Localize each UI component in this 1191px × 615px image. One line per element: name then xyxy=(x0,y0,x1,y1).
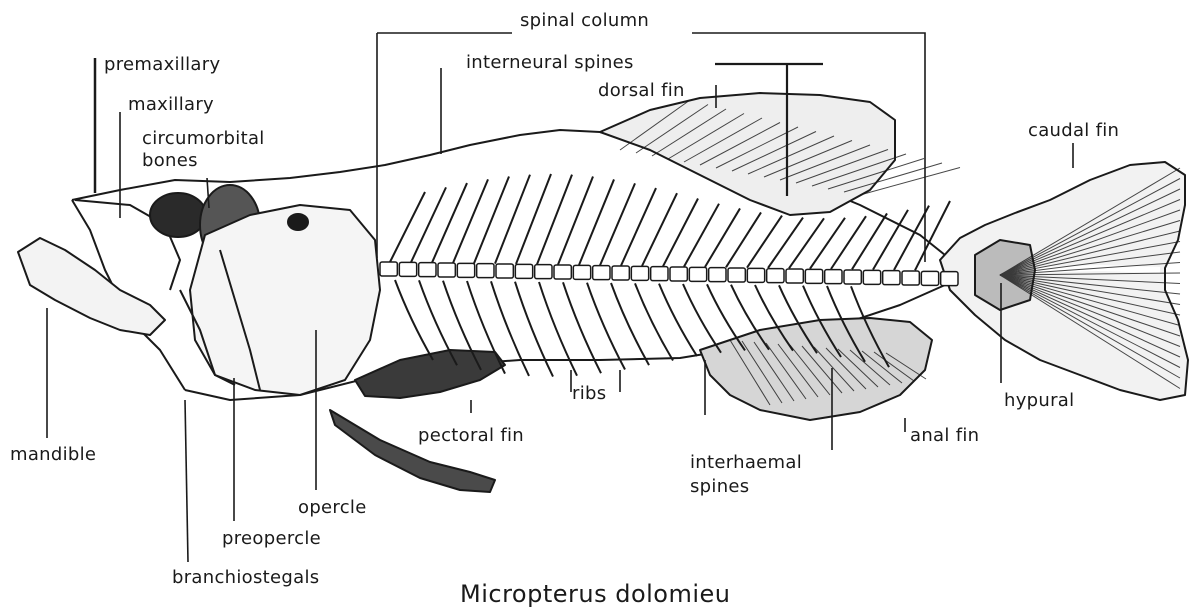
vertebra xyxy=(747,268,764,282)
rib xyxy=(395,280,433,360)
vertebra xyxy=(399,262,416,276)
label-opercle: opercle xyxy=(298,497,367,518)
vertebra xyxy=(515,264,532,278)
neural-spine xyxy=(411,187,446,262)
label-interhaemal-line1: interhaemal xyxy=(690,452,802,473)
neural-spine xyxy=(768,218,803,268)
neural-spine xyxy=(873,210,908,270)
vertebra xyxy=(883,271,900,285)
vertebra xyxy=(651,267,668,281)
opercle-plate xyxy=(190,205,380,395)
vertebra xyxy=(593,266,610,280)
vertebra xyxy=(457,263,474,277)
neural-spine xyxy=(810,218,845,269)
label-ribs: ribs xyxy=(572,383,606,404)
label-premaxillary: premaxillary xyxy=(104,54,220,75)
neural-spine xyxy=(642,193,677,266)
eye-socket xyxy=(150,193,206,237)
vertebra xyxy=(438,263,455,277)
vertebra xyxy=(689,267,706,281)
leader-branchiostegals xyxy=(185,400,188,562)
vertebra xyxy=(844,270,861,284)
rib xyxy=(515,282,553,377)
neural-spine xyxy=(663,198,698,266)
label-interhaemal-line2: spines xyxy=(690,476,749,497)
label-hypural: hypural xyxy=(1004,390,1074,411)
vertebra xyxy=(419,263,436,277)
vertebra xyxy=(496,264,513,278)
vertebra xyxy=(767,269,784,283)
label-preopercle: preopercle xyxy=(222,528,321,549)
neural-spine xyxy=(516,174,551,264)
neural-spine xyxy=(705,208,740,267)
rib xyxy=(539,282,577,376)
neural-spine xyxy=(831,216,866,269)
label-maxillary: maxillary xyxy=(128,94,214,115)
label-circumorbital-line1: circumorbital xyxy=(142,128,265,149)
vertebra xyxy=(825,270,842,284)
pectoral-fin-shape xyxy=(355,350,505,398)
vertebra xyxy=(612,266,629,280)
vertebra xyxy=(728,268,745,282)
vertebra xyxy=(921,271,938,285)
vertebra xyxy=(477,264,494,278)
label-anal-fin: anal fin xyxy=(910,425,979,446)
neural-spine xyxy=(558,176,593,264)
vertebra xyxy=(709,268,726,282)
vertebra xyxy=(573,265,590,279)
neural-spine xyxy=(747,216,782,268)
vertebra xyxy=(631,266,648,280)
label-branchiostegals: branchiostegals xyxy=(172,567,319,588)
vertebra xyxy=(902,271,919,285)
neural-spine xyxy=(789,218,824,268)
gill-spot xyxy=(288,214,308,230)
neural-spine xyxy=(684,204,719,267)
vertebra xyxy=(554,265,571,279)
neural-spine xyxy=(495,175,530,264)
vertebra xyxy=(805,269,822,283)
neural-spine xyxy=(474,177,509,264)
neural-spine xyxy=(852,213,887,269)
neural-spine xyxy=(390,192,425,262)
species-caption: Micropterus dolomieu xyxy=(460,580,731,608)
mandible-bone xyxy=(18,238,165,335)
pelvic-fin-shape xyxy=(330,410,495,492)
vertebra xyxy=(380,262,397,276)
neural-spine xyxy=(726,212,761,267)
vertebra xyxy=(863,270,880,284)
label-circumorbital-line2: bones xyxy=(142,150,198,171)
label-interneural-spines: interneural spines xyxy=(466,52,634,73)
neural-spine xyxy=(621,188,656,266)
neural-spine xyxy=(579,179,614,265)
label-dorsal-fin: dorsal fin xyxy=(598,80,685,101)
vertebra xyxy=(786,269,803,283)
label-caudal-fin: caudal fin xyxy=(1028,120,1119,141)
neural-spine xyxy=(432,183,467,263)
vertebra xyxy=(941,272,958,286)
label-pectoral-fin: pectoral fin xyxy=(418,425,524,446)
vertebra xyxy=(670,267,687,281)
neural-spine xyxy=(537,175,572,265)
neural-spine xyxy=(600,183,635,265)
label-spinal-column: spinal column xyxy=(520,10,649,31)
neural-spine xyxy=(453,179,488,263)
dorsal-fin-shape xyxy=(600,93,895,215)
vertebra xyxy=(535,265,552,279)
label-mandible: mandible xyxy=(10,444,96,465)
